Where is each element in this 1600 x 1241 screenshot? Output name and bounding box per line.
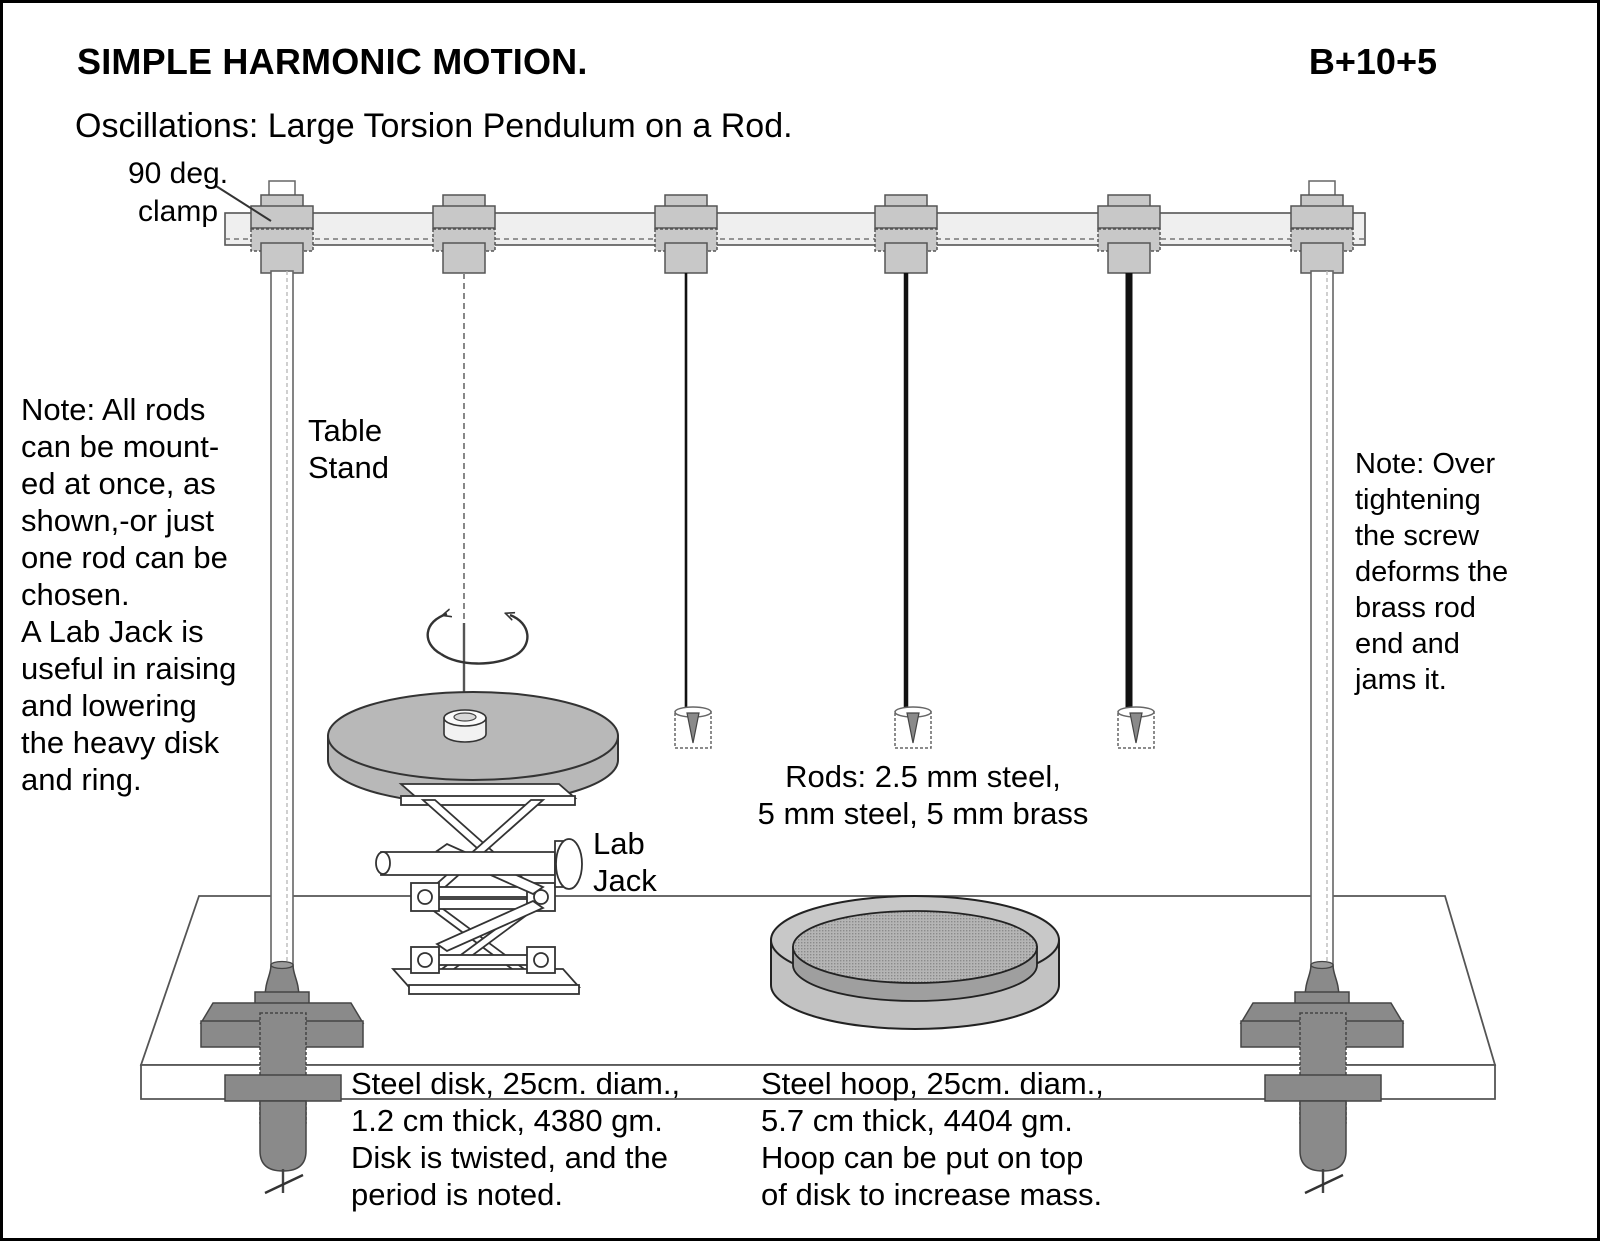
note-left-line-4: shown,-or just bbox=[21, 503, 214, 538]
rod-end-chuck-3 bbox=[674, 706, 712, 749]
caption-hoop-line-2: 5.7 cm thick, 4404 gm. bbox=[761, 1103, 1073, 1138]
table-stand-right bbox=[1239, 270, 1405, 1195]
horizontal-crossbar bbox=[224, 212, 1366, 246]
lab-jack-label-line-2: Jack bbox=[593, 863, 657, 898]
table-stand-label-line-1: Table bbox=[308, 413, 383, 448]
note-left-line-7: A Lab Jack is bbox=[21, 614, 204, 649]
caption-disk-line-2: 1.2 cm thick, 4380 gm. bbox=[351, 1103, 663, 1138]
caption-steel-hoop: Steel hoop, 25cm. diam., 5.7 cm thick, 4… bbox=[761, 1065, 1171, 1213]
note-left-line-9: and lowering bbox=[21, 688, 197, 723]
caption-hoop-line-4: of disk to increase mass. bbox=[761, 1177, 1103, 1212]
note-right-line-1: Note: Over bbox=[1355, 448, 1496, 480]
table-stand-label: Table Stand bbox=[308, 412, 389, 486]
caption-steel-disk: Steel disk, 25cm. diam., 1.2 cm thick, 4… bbox=[351, 1065, 751, 1213]
note-right: Note: Over tightening the screw deforms … bbox=[1355, 446, 1561, 698]
caption-disk-line-4: period is noted. bbox=[351, 1177, 563, 1212]
page-subtitle: Oscillations: Large Torsion Pendulum on … bbox=[75, 107, 793, 145]
note-left-line-3: ed at once, as bbox=[21, 466, 216, 501]
note-left: Note: All rods can be mount- ed at once,… bbox=[21, 391, 289, 798]
rods-label-line-2: 5 mm steel, 5 mm brass bbox=[757, 796, 1089, 831]
clamp-assembly-3 bbox=[654, 194, 718, 274]
disk-chuck bbox=[443, 709, 487, 743]
note-left-line-5: one rod can be bbox=[21, 540, 228, 575]
note-left-line-8: useful in raising bbox=[21, 651, 237, 686]
clamp-assembly-6 bbox=[1290, 180, 1354, 274]
note-left-line-2: can be mount- bbox=[21, 429, 220, 464]
table-stand-left bbox=[199, 270, 365, 1195]
lab-jack-label-line-1: Lab bbox=[593, 826, 645, 861]
rods-label-line-1: Rods: 2.5 mm steel, bbox=[785, 759, 1061, 794]
rod-5mm-steel bbox=[894, 273, 932, 749]
demo-code: B+10+5 bbox=[1308, 41, 1437, 82]
rod-end-chuck-4 bbox=[894, 706, 932, 749]
steel-hoop bbox=[770, 895, 1060, 1030]
rotation-arrow bbox=[426, 614, 529, 665]
clamp-label: 90 deg. clamp bbox=[78, 155, 278, 231]
caption-disk-line-3: Disk is twisted, and the bbox=[351, 1140, 669, 1175]
apparatus-illustration bbox=[139, 180, 1497, 1195]
lab-jack bbox=[375, 783, 583, 995]
clamp-label-line-1: 90 deg. bbox=[127, 157, 229, 190]
caption-hoop-line-1: Steel hoop, 25cm. diam., bbox=[761, 1066, 1104, 1101]
rod-2p5mm-steel bbox=[674, 273, 712, 749]
note-left-line-6: chosen. bbox=[21, 577, 130, 612]
clamp-label-line-2: clamp bbox=[137, 195, 219, 228]
lab-jack-label: Lab Jack bbox=[593, 825, 657, 899]
rod-end-chuck-5 bbox=[1117, 706, 1155, 749]
note-left-line-11: and ring. bbox=[21, 762, 142, 797]
table-stand-label-line-2: Stand bbox=[308, 450, 390, 485]
rods-label: Rods: 2.5 mm steel, 5 mm steel, 5 mm bra… bbox=[703, 758, 1143, 832]
clamp-leader-line bbox=[215, 185, 272, 222]
caption-disk-line-1: Steel disk, 25cm. diam., bbox=[351, 1066, 681, 1101]
rod-5mm-brass bbox=[1117, 273, 1155, 749]
note-left-line-1: Note: All rods bbox=[21, 392, 206, 427]
page-title: SIMPLE HARMONIC MOTION. bbox=[77, 41, 588, 82]
clamp-assembly-4 bbox=[874, 194, 938, 274]
note-right-line-7: jams it. bbox=[1355, 664, 1447, 696]
caption-hoop-line-3: Hoop can be put on top bbox=[761, 1140, 1084, 1175]
note-right-line-4: deforms the bbox=[1355, 556, 1509, 588]
clamp-assembly-2 bbox=[432, 194, 496, 274]
note-right-line-3: the screw bbox=[1355, 520, 1480, 552]
clamp-assembly-5 bbox=[1097, 194, 1161, 274]
note-right-line-2: tightening bbox=[1355, 484, 1481, 516]
note-left-line-10: the heavy disk bbox=[21, 725, 220, 760]
note-right-line-5: brass rod bbox=[1355, 592, 1476, 624]
note-right-line-6: end and bbox=[1355, 628, 1460, 660]
